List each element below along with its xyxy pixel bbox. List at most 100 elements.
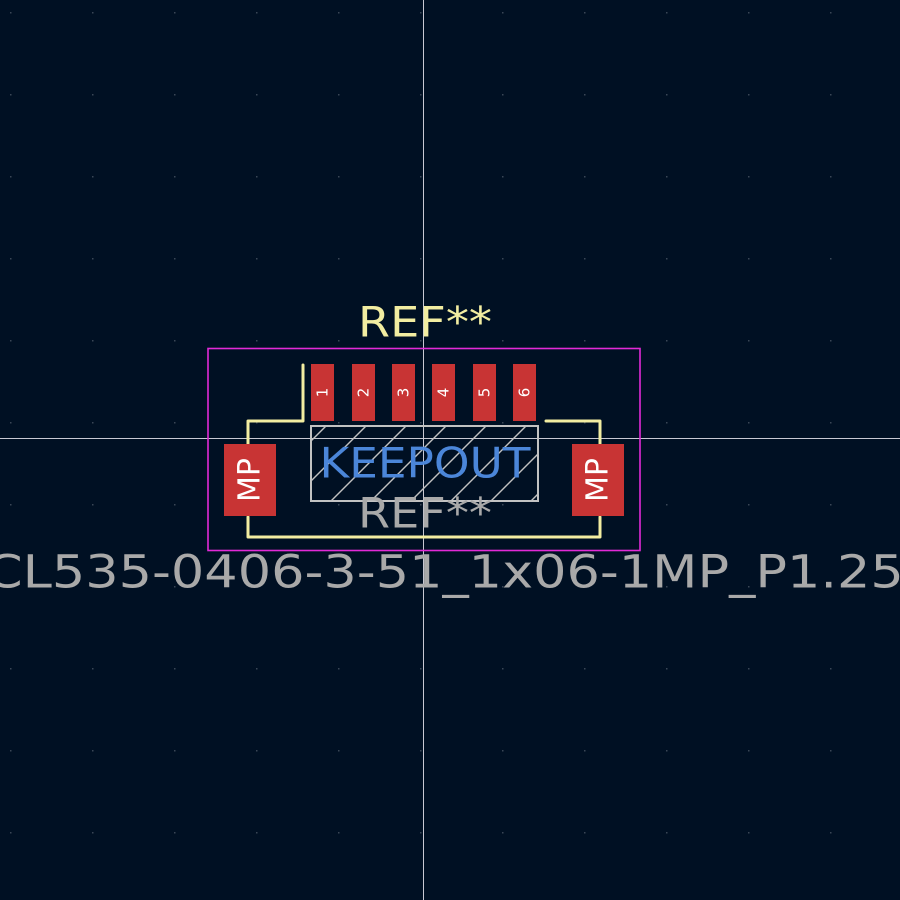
- grid-dot: [338, 750, 340, 752]
- grid-dot: [666, 750, 668, 752]
- grid-dot: [420, 176, 422, 178]
- grid-dot: [502, 258, 504, 260]
- pad-2-label: 2: [355, 388, 373, 398]
- grid-dot: [174, 668, 176, 670]
- keepout-hatch: [311, 426, 538, 501]
- grid-dot: [502, 750, 504, 752]
- grid-dot: [748, 12, 750, 14]
- grid-dot: [92, 750, 94, 752]
- grid-dot: [10, 340, 12, 342]
- grid-dot: [10, 750, 12, 752]
- grid-dot: [256, 832, 258, 834]
- courtyard-outline: [207, 347, 641, 552]
- pad-3-label: 3: [395, 388, 413, 398]
- grid-dot: [10, 422, 12, 424]
- grid-dot: [256, 586, 258, 588]
- grid-dot: [502, 422, 504, 424]
- grid-dot: [748, 176, 750, 178]
- grid-dot: [830, 340, 832, 342]
- grid-dot: [338, 586, 340, 588]
- grid-dot: [584, 12, 586, 14]
- mounting-pads: MP MP: [224, 444, 624, 516]
- grid-dot: [10, 504, 12, 506]
- grid-dot: [420, 504, 422, 506]
- grid-dot: [584, 668, 586, 670]
- grid-dot: [92, 94, 94, 96]
- pad-1[interactable]: 1: [311, 364, 334, 421]
- grid-dot: [748, 94, 750, 96]
- keepout-zone: [310, 425, 539, 502]
- reference-fab-text: REF**: [358, 489, 492, 538]
- grid-dot: [748, 586, 750, 588]
- grid-dot: [420, 586, 422, 588]
- grid-dot: [420, 258, 422, 260]
- pad-2[interactable]: 2: [352, 364, 375, 421]
- grid-dot: [256, 422, 258, 424]
- grid-dot: [256, 12, 258, 14]
- grid-dot: [10, 94, 12, 96]
- grid-dot: [830, 586, 832, 588]
- grid-dot: [420, 832, 422, 834]
- grid-dot: [666, 94, 668, 96]
- mounting-pad-right[interactable]: MP: [572, 444, 624, 516]
- grid-dot: [256, 94, 258, 96]
- grid-dot: [830, 832, 832, 834]
- grid-dot: [174, 340, 176, 342]
- grid-dot: [420, 94, 422, 96]
- grid-dot: [830, 12, 832, 14]
- grid-dot: [92, 504, 94, 506]
- grid-dot: [174, 832, 176, 834]
- pad-1-label: 1: [314, 388, 332, 398]
- grid-dot: [584, 832, 586, 834]
- grid-dot: [584, 422, 586, 424]
- grid-dot: [174, 176, 176, 178]
- grid-dot: [338, 668, 340, 670]
- grid-dot: [174, 94, 176, 96]
- grid-dot: [830, 750, 832, 752]
- grid-dot: [174, 258, 176, 260]
- grid-dot: [502, 94, 504, 96]
- grid-dot: [92, 176, 94, 178]
- grid-dot: [92, 258, 94, 260]
- grid-dot: [420, 340, 422, 342]
- keepout-outline: [310, 425, 539, 502]
- grid-dot: [666, 340, 668, 342]
- grid-dot: [10, 258, 12, 260]
- grid-dot: [256, 258, 258, 260]
- grid-dot: [830, 258, 832, 260]
- grid-dot: [666, 586, 668, 588]
- grid-dot: [502, 176, 504, 178]
- grid-dot: [666, 176, 668, 178]
- grid-dot: [584, 94, 586, 96]
- grid-dot: [830, 176, 832, 178]
- signal-pads: 1 2 3 4 5 6: [311, 364, 536, 421]
- grid-dot: [748, 668, 750, 670]
- mounting-pad-left[interactable]: MP: [224, 444, 276, 516]
- grid-dot: [420, 422, 422, 424]
- grid-dot: [338, 340, 340, 342]
- pad-4-label: 4: [435, 388, 453, 398]
- grid-dot: [830, 668, 832, 670]
- grid-dot: [830, 504, 832, 506]
- mounting-pad-right-label: MP: [581, 458, 616, 502]
- grid-dot: [338, 176, 340, 178]
- grid-dot: [256, 750, 258, 752]
- pad-3[interactable]: 3: [392, 364, 415, 421]
- pad-6[interactable]: 6: [513, 364, 536, 421]
- grid-dot: [502, 832, 504, 834]
- grid-dot: [748, 340, 750, 342]
- grid-dot: [420, 750, 422, 752]
- pad-5[interactable]: 5: [473, 364, 496, 421]
- grid-dot: [338, 504, 340, 506]
- mounting-pad-left-label: MP: [233, 458, 268, 502]
- grid-dot: [174, 586, 176, 588]
- grid-dot: [338, 832, 340, 834]
- pad-4[interactable]: 4: [432, 364, 455, 421]
- grid-dot: [502, 12, 504, 14]
- grid-dot: [338, 258, 340, 260]
- grid-dot: [502, 586, 504, 588]
- grid-dot: [174, 422, 176, 424]
- grid-dot: [10, 832, 12, 834]
- grid-dot: [830, 94, 832, 96]
